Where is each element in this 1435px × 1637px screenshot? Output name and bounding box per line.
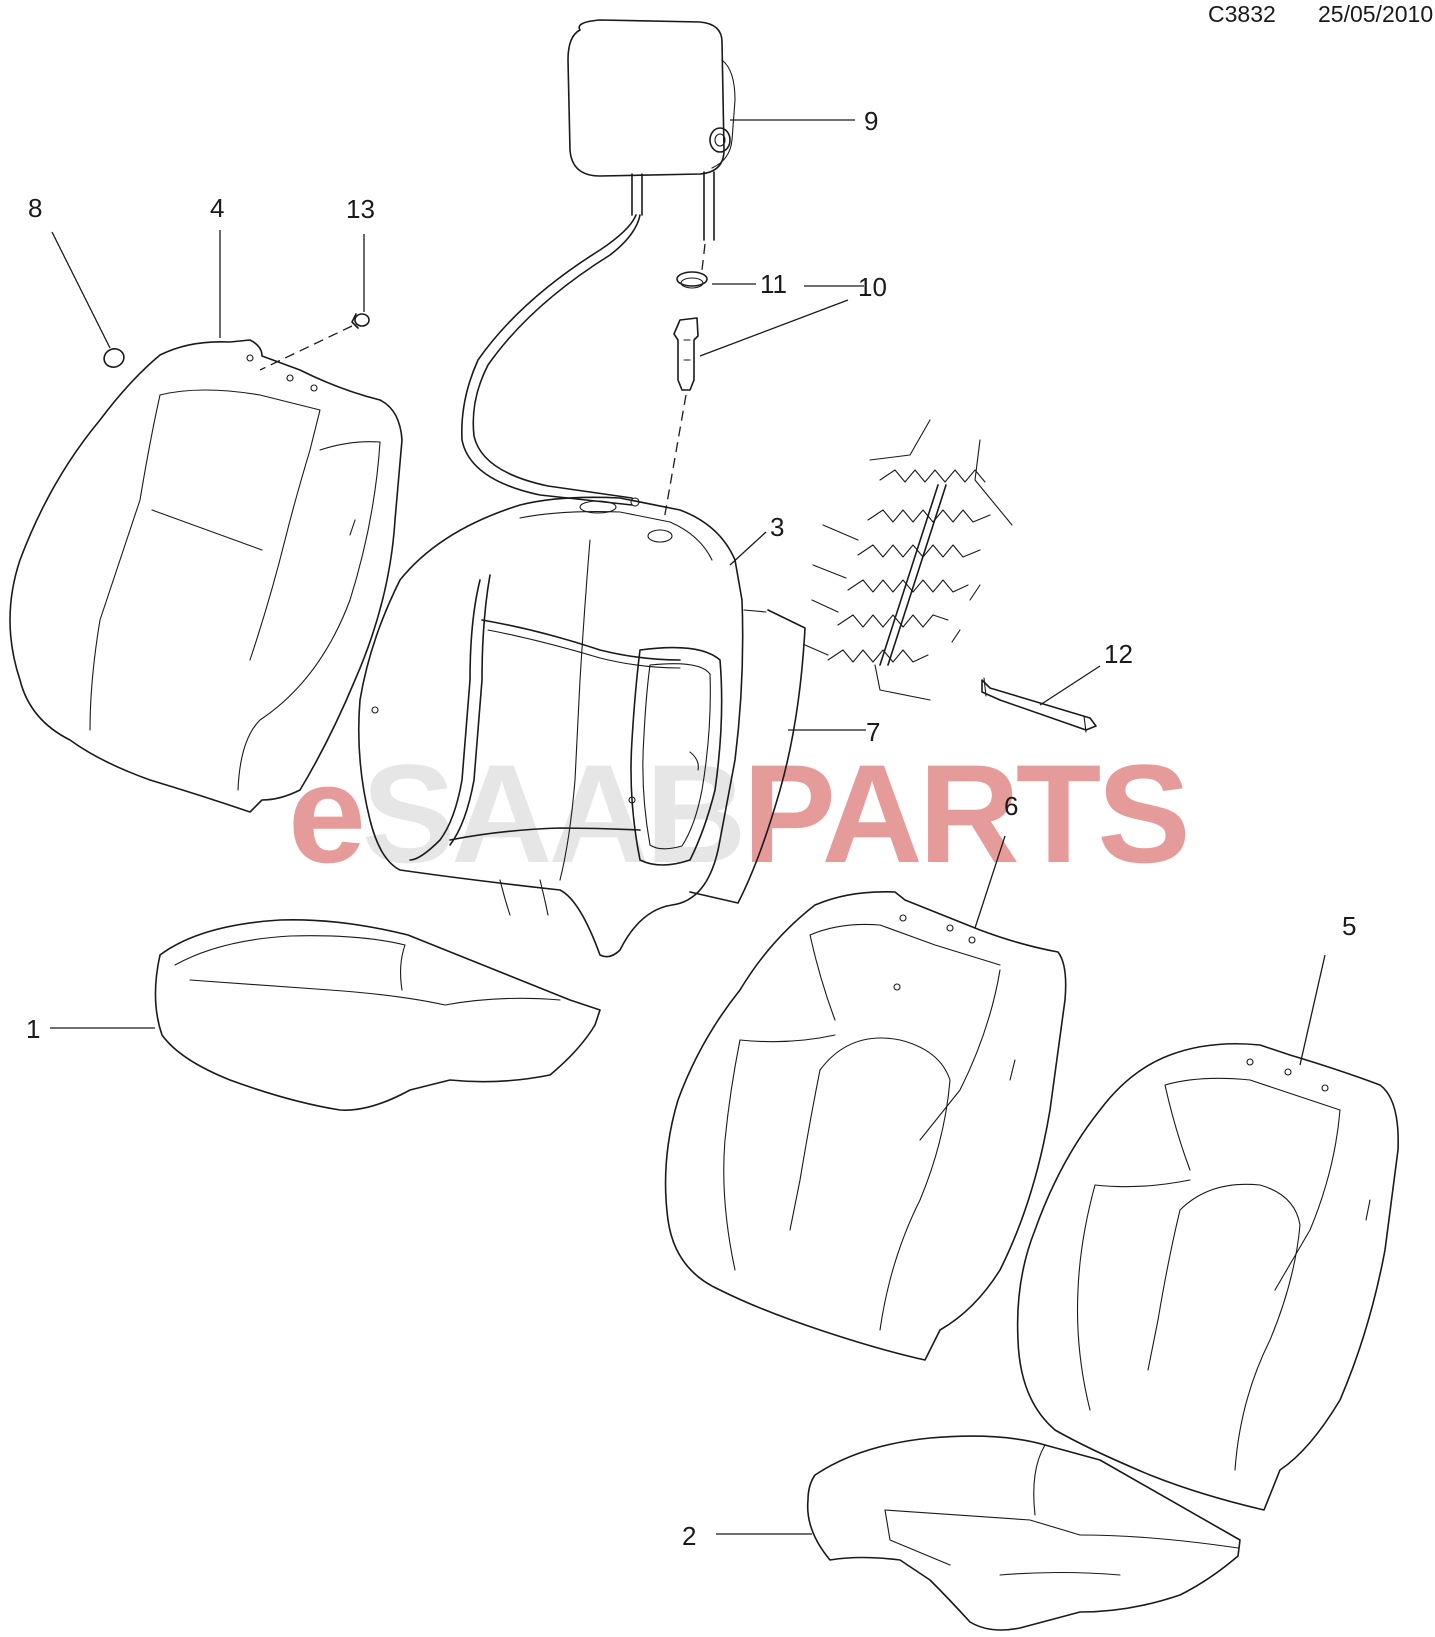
watermark-logo: eSAABPARTS [288, 735, 1187, 892]
part-seat-cushion-variant [806, 1435, 1241, 1631]
part-backrest-cover-variant [664, 890, 1067, 1361]
part-clip [351, 313, 370, 329]
callout-3: 3 [770, 512, 784, 542]
part-backrest-cover-alt [1016, 1043, 1399, 1511]
callout-5: 5 [1342, 911, 1356, 941]
part-wire-rod [981, 677, 1097, 733]
part-headrest [461, 19, 736, 507]
drawing-date: 25/05/2010 [1318, 1, 1433, 27]
callout-8: 8 [28, 193, 42, 223]
callout-12: 12 [1104, 639, 1133, 669]
watermark-suffix: PARTS [743, 735, 1187, 892]
watermark-middle: SAAB [362, 735, 743, 892]
part-plug [103, 348, 125, 368]
part-lumbar-panel [689, 609, 806, 904]
part-seat-cushion [154, 918, 601, 1111]
watermark-prefix: e [288, 735, 362, 892]
callout-11: 11 [760, 269, 787, 299]
part-backrest-cover [9, 339, 403, 813]
callout-6: 6 [1004, 791, 1018, 821]
callout-2: 2 [682, 1521, 696, 1551]
callout-9: 9 [864, 106, 878, 136]
callout-13: 13 [346, 194, 375, 224]
callout-10: 10 [858, 272, 887, 302]
callout-1: 1 [26, 1014, 40, 1044]
part-backrest-frame [357, 496, 744, 958]
part-grommet [676, 271, 708, 289]
part-spring-mat [804, 419, 1013, 701]
drawing-code: C3832 [1208, 1, 1276, 27]
callout-7: 7 [866, 717, 880, 747]
part-guide-sleeve [673, 317, 699, 391]
callout-4: 4 [210, 193, 224, 223]
